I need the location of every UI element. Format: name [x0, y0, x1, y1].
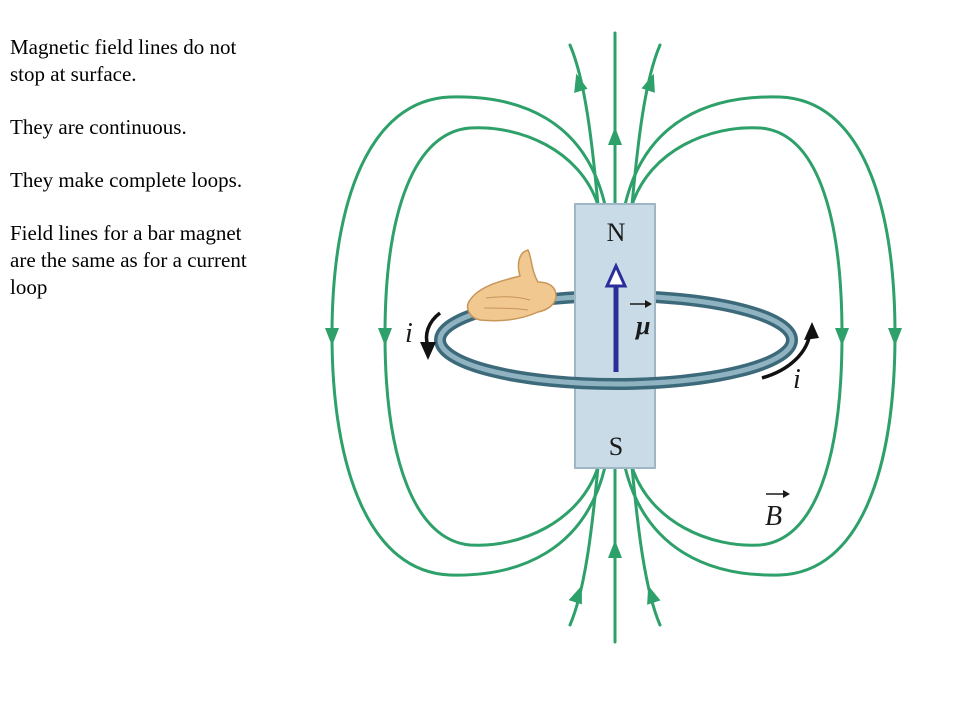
explanation-text: Magnetic field lines do not stop at surf… — [10, 34, 270, 327]
text-comparison: Field lines for a bar magnet are the sam… — [10, 221, 247, 299]
mu-label: μ — [630, 300, 652, 340]
field-loop-left-inner — [378, 126, 600, 547]
current-arrow-left — [420, 311, 442, 360]
svg-text:B: B — [765, 501, 782, 532]
field-line-inner-left — [568, 43, 600, 627]
text-continuous: They are continuous. — [10, 115, 187, 139]
field-loop-right-outer — [623, 95, 902, 577]
south-pole-label: S — [609, 432, 623, 461]
field-label: B — [765, 490, 790, 532]
current-arrow-right — [761, 322, 819, 380]
magnetic-moment-arrow — [604, 262, 628, 372]
north-pole-label: N — [607, 218, 626, 247]
svg-text:μ: μ — [634, 311, 650, 340]
current-label-left: i — [405, 318, 413, 349]
hand-icon — [466, 249, 557, 322]
field-line-center — [608, 31, 622, 644]
text-surface: Magnetic field lines do not stop at surf… — [10, 35, 237, 86]
field-line-inner-right — [630, 43, 662, 627]
field-loop-left-outer — [325, 95, 607, 577]
text-loops: They make complete loops. — [10, 168, 243, 192]
current-label-right: i — [793, 364, 801, 395]
current-ring-front — [434, 339, 798, 390]
field-loop-right-inner — [630, 126, 849, 547]
